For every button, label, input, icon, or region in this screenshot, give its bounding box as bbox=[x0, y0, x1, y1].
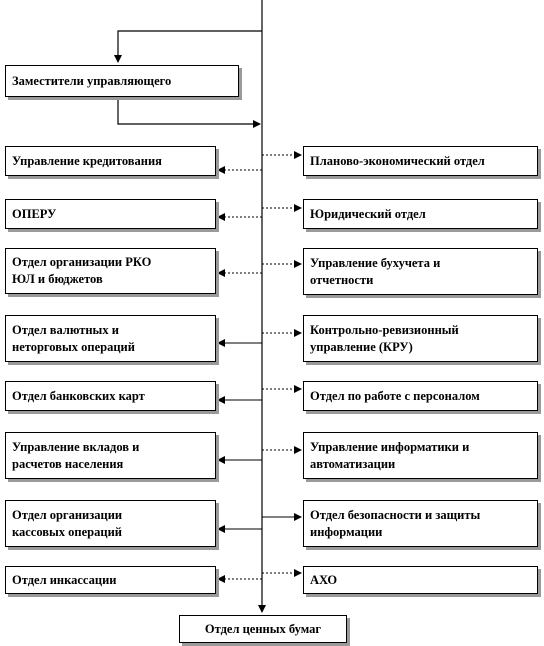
securities-dept-box: Отдел ценных бумаг bbox=[179, 615, 347, 643]
left-unit-6: Управление вкладов и расчетов населения bbox=[5, 432, 216, 479]
left-unit-4: Отдел валютных и неторговых операций bbox=[5, 315, 216, 362]
right-unit-1: Планово-экономический отдел bbox=[303, 146, 538, 176]
left-unit-3: Отдел организации РКО ЮЛ и бюджетов bbox=[5, 248, 216, 294]
connector-deputy-in bbox=[114, 30, 262, 63]
right-unit-2: Юридический отдел bbox=[303, 199, 538, 229]
left-unit-5: Отдел банковских карт bbox=[5, 381, 216, 411]
right-unit-4: Контрольно-ревизионный управление (КРУ) bbox=[303, 315, 538, 362]
right-unit-8: АХО bbox=[303, 566, 538, 594]
left-unit-8: Отдел инкассации bbox=[5, 566, 216, 594]
right-unit-7: Отдел безопасности и защиты информации bbox=[303, 500, 538, 547]
right-unit-6: Управление информатики и автоматизации bbox=[303, 432, 538, 479]
right-unit-3: Управление бухучета и отчетности bbox=[303, 248, 538, 295]
left-unit-1: Управление кредитования bbox=[5, 146, 216, 176]
right-unit-5: Отдел по работе с персоналом bbox=[303, 381, 538, 411]
deputy-box: Заместители управляющего bbox=[5, 65, 239, 97]
connector-deputy-out bbox=[117, 97, 261, 128]
left-unit-2: ОПЕРУ bbox=[5, 199, 216, 229]
left-unit-7: Отдел организации кассовых операций bbox=[5, 500, 216, 547]
